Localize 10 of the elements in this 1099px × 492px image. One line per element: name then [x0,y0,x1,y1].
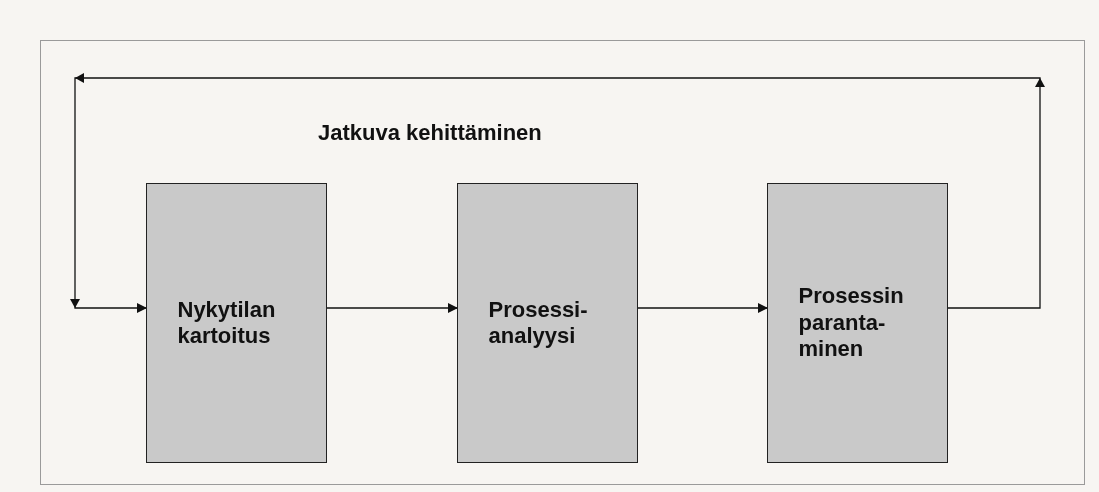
edge-label: Jatkuva kehittäminen [318,119,542,147]
feedback-loop-arrow [70,73,1045,313]
box-label: Nykytilan kartoitus [176,296,277,350]
box-label: Prosessi-analyysi [487,296,589,350]
process-box [457,183,638,463]
arrow [637,303,768,313]
process-box [146,183,327,463]
box-label: Prosessin paranta-minen [797,283,905,363]
process-box [767,183,948,463]
arrow [326,303,458,313]
